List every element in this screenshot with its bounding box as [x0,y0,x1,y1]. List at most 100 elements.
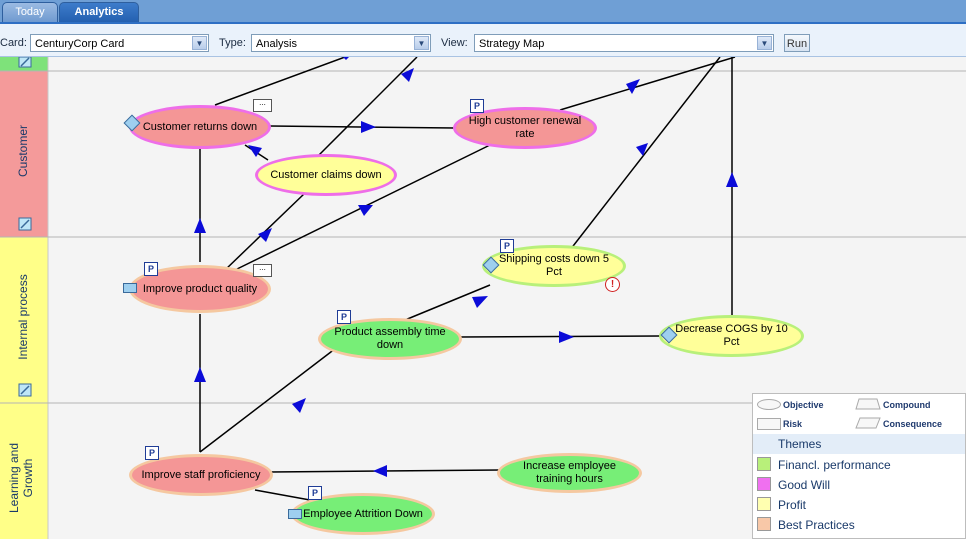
objective-label: Shipping costs down 5 Pct [498,253,610,278]
arrowhead [626,79,640,94]
objective-label: Increase employee training hours [523,460,616,485]
type-select[interactable]: Analysis ▼ [251,34,431,52]
comment-icon[interactable]: ... [253,264,272,277]
perspective-label-internal: Internal process [16,274,30,359]
link-arrow-icon[interactable] [288,509,302,519]
theme-label: Best Practices [778,518,855,532]
connector-lines [199,57,736,501]
tab-bar: Today Analytics [0,0,966,24]
link-arrow-icon[interactable] [18,217,32,231]
arrowhead [194,367,206,382]
legend-theme-row[interactable]: Profit [753,494,965,514]
objective-label: High customer renewal rate [468,115,582,140]
theme-swatch [757,517,771,531]
objective-label: Employee Attrition Down [303,507,423,520]
ellipse-icon [757,399,781,410]
arrowhead [636,143,648,156]
strategy-map-svg: Customer Internal process Learning and G… [0,57,966,539]
objective-customer-claims-down[interactable]: Customer claims down [255,154,397,196]
arrowhead [726,172,738,187]
link-arrow-icon[interactable] [123,283,137,293]
chevron-down-icon[interactable]: ▼ [414,36,429,50]
perspective-band-learning [0,403,48,539]
objective-badge-p[interactable]: P [145,446,159,460]
objective-label: Improve product quality [142,282,258,295]
chevron-down-icon[interactable]: ▼ [757,36,772,50]
objective-badge-p[interactable]: P [144,262,158,276]
type-select-value: Analysis [256,38,297,50]
objective-customer-returns-down[interactable]: Customer returns down [129,105,271,149]
link-arrow-icon[interactable] [18,383,32,397]
objective-high-customer-renewal-rate[interactable]: High customer renewal rate [453,107,597,149]
legend-themes-header: Themes [753,434,965,454]
legend-panel: Objective Compound Risk Consequence Them… [752,393,966,539]
type-label: Type: [219,37,246,49]
perspective-band-customer [0,71,48,237]
comment-icon[interactable]: ... [253,99,272,112]
theme-label: Financl. performance [778,458,891,472]
legend-theme-row[interactable]: Best Practices [753,514,965,534]
connector-line [569,57,721,251]
legend-themes-title: Themes [778,437,822,451]
rectangle-icon [757,418,781,430]
connector-line [309,57,418,165]
connector-line [404,284,491,321]
objective-label: Product assembly time down [334,326,446,351]
objective-decrease-cogs[interactable]: Decrease COGS by 10 Pct [659,315,804,357]
view-label: View: [441,37,468,49]
connector-line [254,489,311,501]
objective-badge-p[interactable]: P [500,239,514,253]
arrowhead [258,228,272,242]
perspective-label-learning: Learning and Growth [7,443,35,513]
view-select-value: Strategy Map [479,38,545,50]
theme-label: Profit [778,498,807,512]
perspective-band-internal [0,237,48,403]
objective-label: Customer claims down [270,168,382,181]
tab-today[interactable]: Today [2,2,58,22]
perspective-label-customer: Customer [16,125,30,177]
theme-swatch [757,497,771,511]
objective-improve-staff-proficiency[interactable]: Improve staff proficiency [129,454,273,496]
arrowhead [472,296,488,308]
tab-analytics[interactable]: Analytics [59,2,139,22]
connector-line [214,57,346,106]
arrowhead [358,205,373,216]
card-select[interactable]: CenturyCorp Card ▼ [30,34,209,52]
run-button[interactable]: Run [784,34,810,52]
objective-product-assembly-time-down[interactable]: Product assembly time down [318,318,462,360]
warning-icon[interactable]: ! [605,277,620,292]
arrowhead [194,218,206,233]
objective-badge-p[interactable]: P [337,310,351,324]
arrowhead [373,465,387,477]
legend-shape-label: Compound [883,400,931,410]
legend-theme-row[interactable]: Good Will [753,474,965,494]
legend-shape-label: Consequence [883,419,943,429]
trapezoid-icon [855,398,881,410]
arrowhead [248,145,262,157]
connector-line [199,344,341,453]
perspective-label-learning-line2: Growth [21,459,35,498]
arrowheads [194,57,738,477]
theme-swatch [757,457,771,471]
objective-badge-p[interactable]: P [470,99,484,113]
card-label: Card: [0,37,27,49]
view-select[interactable]: Strategy Map ▼ [474,34,774,52]
theme-label: Good Will [778,478,831,492]
card-select-value: CenturyCorp Card [35,38,125,50]
strategy-map-canvas: Customer Internal process Learning and G… [0,57,966,539]
objective-label: Customer returns down [142,120,258,133]
legend-shape-label: Objective [783,400,824,410]
chevron-down-icon[interactable]: ▼ [192,36,207,50]
parallelogram-icon [855,417,881,429]
legend-theme-row[interactable]: Financl. performance [753,454,965,474]
arrowhead [401,68,414,82]
link-arrow-icon[interactable] [18,57,32,68]
arrowhead [343,57,349,60]
legend-shape-label: Risk [783,419,803,429]
arrowhead [361,121,376,133]
arrowhead [292,398,306,413]
objective-badge-p[interactable]: P [308,486,322,500]
objective-increase-employee-training-hours[interactable]: Increase employee training hours [497,453,642,493]
perspective-label-learning-line1: Learning and [7,443,21,513]
objective-label: Decrease COGS by 10 Pct [675,323,788,348]
